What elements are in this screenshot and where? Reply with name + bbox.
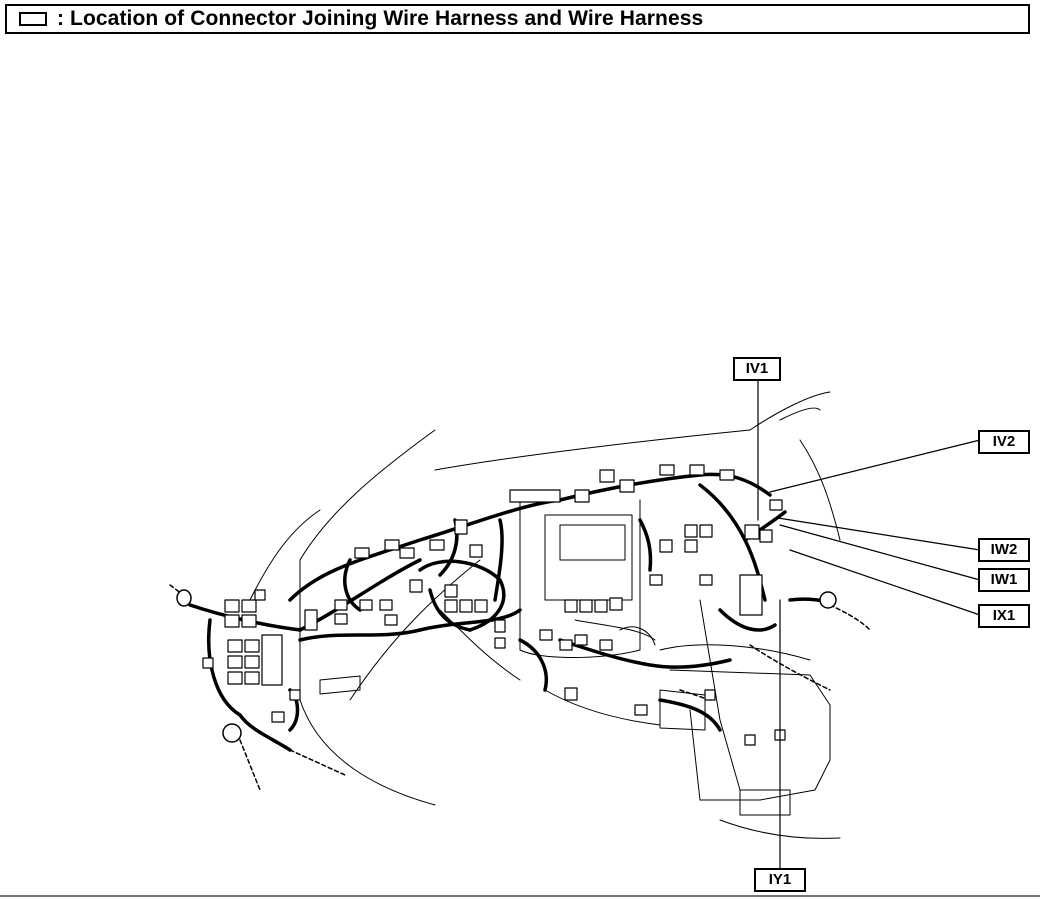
connector-label-ix1: IX1 xyxy=(978,604,1030,628)
leader-lines xyxy=(757,377,981,875)
page-title: : Location of Connector Joining Wire Har… xyxy=(57,7,704,30)
connector-box-icon xyxy=(19,12,47,26)
bottom-divider xyxy=(0,895,1040,897)
grommets xyxy=(176,589,837,743)
wire-harness-bundles xyxy=(188,472,832,752)
title-bar: : Location of Connector Joining Wire Har… xyxy=(5,4,1030,34)
connector-blocks xyxy=(202,464,786,746)
connector-label-iw2: IW2 xyxy=(978,538,1030,562)
connector-label-iw1: IW1 xyxy=(978,568,1030,592)
connector-label-iv2: IV2 xyxy=(978,430,1030,454)
connector-label-iy1: IY1 xyxy=(754,868,806,892)
vehicle-body-outline xyxy=(249,391,841,839)
connector-label-iv1: IV1 xyxy=(733,357,781,381)
